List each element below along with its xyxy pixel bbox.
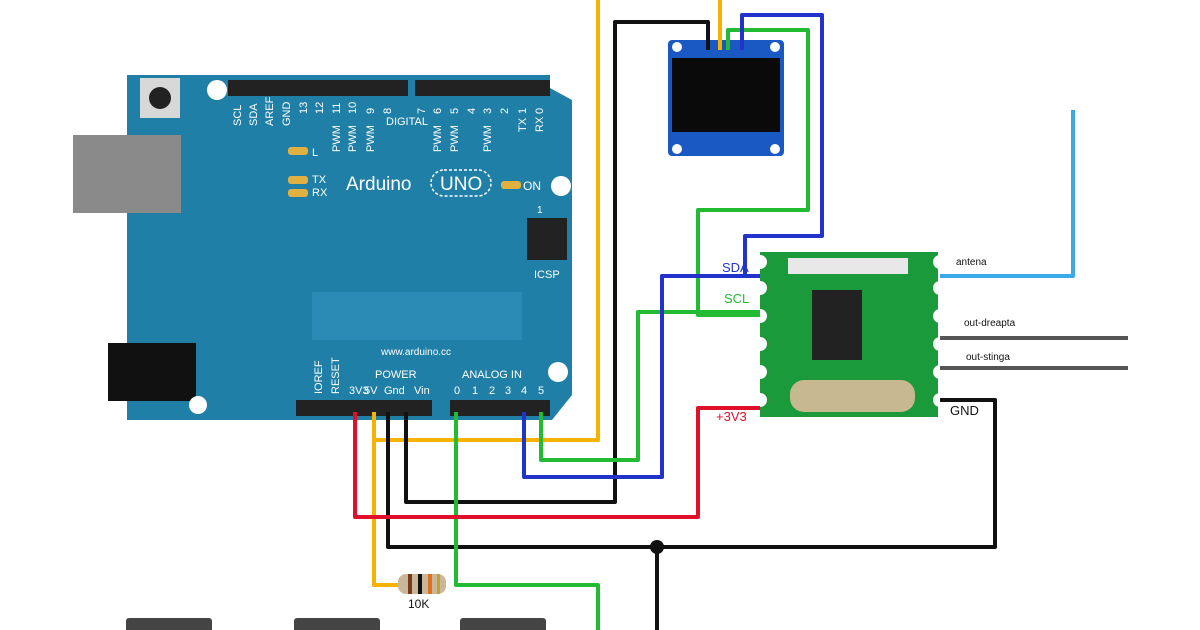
power-jack — [108, 343, 196, 401]
analog-pin-label: 0 — [454, 385, 460, 397]
power-pin-label: 3V3 — [349, 385, 369, 397]
pwm-label: PWM — [347, 125, 359, 152]
arduino-board — [73, 75, 572, 420]
top-pin-label: 2 — [499, 108, 511, 114]
oled-display — [668, 40, 784, 156]
analog-pin-label: 5 — [538, 385, 544, 397]
top-pin-label: 4 — [466, 108, 478, 114]
top-pin-label: 8 — [382, 108, 394, 114]
antenna-label: antena — [956, 257, 987, 268]
out-left-label: out-stinga — [966, 352, 1010, 363]
radio-vcc-label: +3V3 — [716, 409, 747, 424]
tx-pin-label: TX — [517, 117, 529, 132]
led-l-label: L — [312, 147, 318, 159]
wire-black-gnd — [386, 398, 997, 549]
top-pin-label: 1 — [517, 108, 529, 114]
out-right-label: out-dreapta — [964, 318, 1016, 329]
led-rx-label: RX — [312, 187, 328, 199]
power-pin-label: Gnd — [384, 385, 405, 397]
push-button-1 — [126, 618, 212, 630]
pwm-label: PWM — [365, 125, 377, 152]
brand-label: Arduino — [346, 174, 412, 195]
top-pin-label: 9 — [365, 108, 377, 114]
radio-scl-label: SCL — [724, 291, 749, 306]
resistor-10k — [398, 574, 446, 594]
top-pin-label: 10 — [347, 102, 359, 114]
on-label: ON — [523, 179, 541, 193]
radio-chip — [812, 290, 862, 360]
header-top-left — [228, 80, 408, 96]
header-top-right — [415, 80, 550, 96]
model-label: UNO — [440, 174, 482, 195]
led-tx-label: TX — [312, 174, 327, 186]
pwm-label: PWM — [449, 125, 461, 152]
top-pin-label: 0 — [534, 108, 546, 114]
wire-antenna — [940, 110, 1075, 278]
resistor-label: 10K — [408, 597, 429, 611]
wire-orange-5v — [372, 0, 600, 442]
uno-badge — [430, 169, 492, 197]
wire-green-scl — [539, 310, 760, 462]
mount-hole — [207, 80, 227, 100]
mount-hole — [551, 176, 571, 196]
radio-sda-label: SDA — [722, 260, 749, 275]
mcu-chip — [312, 292, 522, 340]
power-pin-label: RESET — [330, 357, 342, 394]
push-button-3 — [460, 618, 546, 630]
top-pin-label: 6 — [432, 108, 444, 114]
gnd-junction — [650, 540, 664, 554]
header-analog — [450, 400, 550, 416]
radio-gnd-label: GND — [950, 403, 979, 418]
analog-label: ANALOG IN — [462, 369, 522, 381]
website-label: www.arduino.cc — [380, 347, 451, 358]
top-pin-label: 12 — [314, 102, 326, 114]
power-pin-label: 5V — [364, 385, 378, 397]
wire-green-scl-oled — [696, 28, 810, 317]
top-pin-label: 3 — [482, 108, 494, 114]
pwm-label: PWM — [432, 125, 444, 152]
top-pin-label: 13 — [298, 102, 310, 114]
icsp-pin1-label: 1 — [537, 205, 543, 216]
mount-hole — [548, 362, 568, 382]
wire-red-3v3 — [353, 406, 760, 519]
crystal — [790, 380, 915, 412]
analog-pin-label: 2 — [489, 385, 495, 397]
analog-pin-label: 1 — [472, 385, 478, 397]
pwm-label-group: PWM PWM PWM PWM PWM PWM TX RX — [331, 116, 546, 152]
power-label: POWER — [375, 369, 417, 381]
analog-pin-label: 4 — [521, 385, 527, 397]
power-pin-label: IOREF — [313, 360, 325, 394]
rx-pin-label: RX — [534, 116, 546, 132]
top-pin-label: 7 — [416, 108, 428, 114]
usb-connector — [73, 135, 181, 213]
fm-radio-module — [753, 252, 947, 417]
header-power — [296, 400, 432, 416]
wire-black-gnd-oled — [404, 20, 710, 504]
top-pin-label: GND — [281, 102, 293, 127]
top-pin-label: SDA — [248, 103, 260, 126]
icsp-header — [527, 218, 567, 260]
wire-green-a0 — [454, 412, 600, 630]
mount-hole — [189, 396, 207, 414]
pwm-label: PWM — [482, 125, 494, 152]
wires — [353, 0, 1128, 630]
icsp-label: ICSP — [534, 269, 560, 281]
top-pin-label: SCL — [232, 105, 244, 126]
power-pin-label: Vin — [414, 385, 430, 397]
push-button-2 — [294, 618, 380, 630]
pwm-label: PWM — [331, 125, 343, 152]
top-pin-label: AREF — [264, 96, 276, 126]
wire-blue-sda — [522, 274, 760, 479]
digital-label: DIGITAL — [386, 116, 428, 128]
analog-pin-label: 3 — [505, 385, 511, 397]
top-pin-label: 5 — [449, 108, 461, 114]
top-pin-label: 11 — [331, 103, 343, 114]
